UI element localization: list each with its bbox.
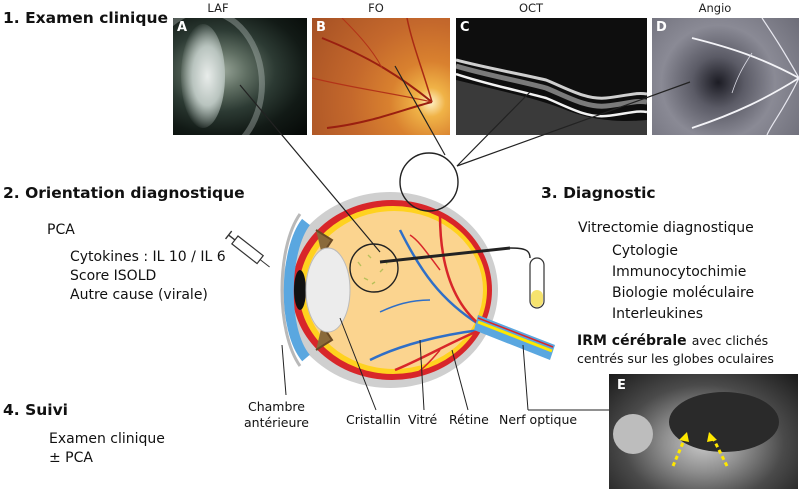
choroid-layer bbox=[292, 200, 492, 380]
vitreous-magnifier bbox=[349, 243, 399, 293]
vitreous-body bbox=[305, 211, 483, 369]
panel-d-letter: D bbox=[656, 20, 667, 35]
section-diagnostic-heading: 3. Diagnostic bbox=[541, 184, 656, 202]
label-retine: Rétine bbox=[449, 412, 489, 427]
retina-magnifier bbox=[399, 152, 459, 212]
diagnostic-vitrectomy: Vitrectomie diagnostique bbox=[578, 220, 754, 236]
panel-a-letter: A bbox=[177, 20, 188, 35]
label-nerf-optique: Nerf optique bbox=[499, 412, 578, 427]
irm-rest: avec clichés bbox=[691, 333, 769, 348]
diagnostic-item-biologie: Biologie moléculaire bbox=[612, 285, 755, 301]
test-tube bbox=[529, 257, 545, 309]
cornea bbox=[283, 218, 311, 362]
panel-c-retina-layers bbox=[456, 58, 647, 135]
irm-line2: centrés sur les globes oculaires bbox=[577, 351, 774, 366]
panel-e-arrows bbox=[671, 432, 729, 467]
diagnostic-item-cytologie: Cytologie bbox=[612, 243, 678, 259]
section-exam-heading: 1. Examen clinique bbox=[3, 9, 169, 27]
vitrectomy-probe bbox=[379, 246, 511, 264]
panel-e-mri-image: E bbox=[609, 374, 798, 489]
irm-bold: IRM cérébrale bbox=[577, 333, 687, 349]
panel-b-caption: FO bbox=[368, 1, 384, 15]
panel-b-vessels bbox=[312, 18, 433, 129]
followup-item-pca: ± PCA bbox=[49, 450, 93, 466]
panel-c-letter: C bbox=[460, 20, 470, 35]
sclera-outer bbox=[282, 192, 498, 388]
panel-b-fundus-image: B bbox=[312, 18, 450, 135]
label-cristallin: Cristallin bbox=[346, 412, 401, 427]
panel-c-caption: OCT bbox=[518, 1, 544, 15]
optic-nerve bbox=[474, 315, 555, 360]
panel-e-letter: E bbox=[617, 378, 626, 393]
section-orientation-heading: 2. Orientation diagnostique bbox=[3, 184, 245, 202]
orientation-item-cytokines: Cytokines : IL 10 / IL 6 bbox=[70, 249, 226, 265]
label-chambre-line1: Chambre bbox=[248, 399, 305, 414]
followup-item-examen: Examen clinique bbox=[49, 431, 165, 447]
label-chambre-line2: antérieure bbox=[244, 415, 309, 430]
diagnostic-item-immunocytochimie: Immunocytochimie bbox=[612, 264, 747, 280]
lens bbox=[305, 247, 351, 333]
orientation-item-virale: Autre cause (virale) bbox=[70, 287, 208, 303]
panel-d-vessels bbox=[691, 18, 799, 135]
orientation-item-isold: Score ISOLD bbox=[70, 268, 157, 284]
irm-line: IRM cérébrale avec clichés bbox=[577, 330, 768, 349]
diagnostic-item-interleukines: Interleukines bbox=[612, 306, 704, 322]
retina-layer bbox=[299, 206, 487, 374]
panel-d-angiography-image: D bbox=[652, 18, 799, 135]
panel-c-oct-image: C bbox=[456, 18, 647, 135]
panel-a-caption: LAF bbox=[207, 1, 229, 15]
pca-label: PCA bbox=[47, 222, 75, 238]
pupil bbox=[294, 270, 306, 310]
section-followup-heading: 4. Suivi bbox=[3, 401, 68, 419]
panel-b-letter: B bbox=[316, 20, 326, 35]
syringe-icon bbox=[224, 230, 270, 268]
label-vitre: Vitré bbox=[408, 412, 438, 427]
panel-d-caption: Angio bbox=[698, 1, 732, 15]
panel-a-slit-lamp-image: A bbox=[173, 18, 307, 135]
